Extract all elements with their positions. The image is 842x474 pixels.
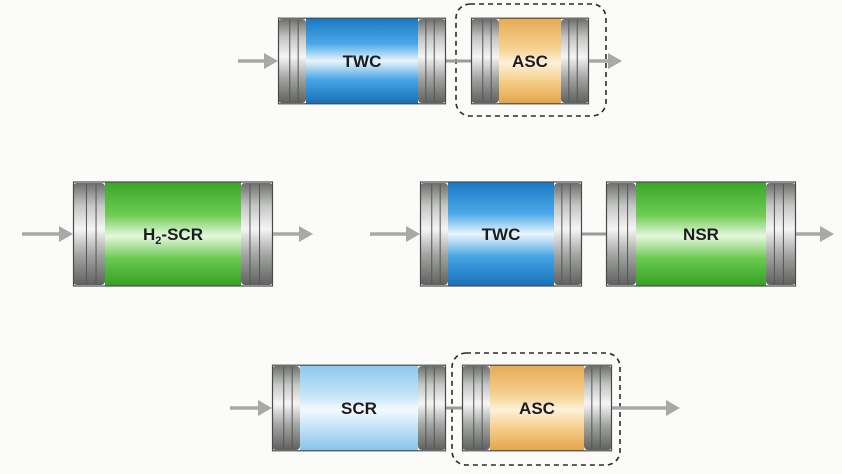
end-cap-right xyxy=(561,19,589,103)
nsr-converter: NSR xyxy=(605,181,797,287)
flow-in-arrow xyxy=(230,400,272,416)
flow-out-arrow xyxy=(612,400,680,416)
catalyst-body xyxy=(105,182,241,286)
converter-label: SCR xyxy=(341,399,377,418)
end-cap-right xyxy=(766,183,796,285)
flow-out-arrow xyxy=(273,226,313,242)
converter-label: H2-SCR xyxy=(143,225,203,247)
end-cap-right xyxy=(554,183,582,285)
end-cap-right xyxy=(418,19,446,103)
row-3 xyxy=(446,352,621,466)
converter-label: ASC xyxy=(512,52,548,71)
catalyst-body xyxy=(490,365,584,451)
twc-converter: TWC xyxy=(277,17,447,105)
catalyst-body xyxy=(499,18,561,104)
converter-label: ASC xyxy=(519,399,555,418)
flow-out-arrow xyxy=(589,53,622,69)
end-cap-left xyxy=(73,183,105,285)
label-subscript: 2 xyxy=(155,235,161,247)
catalyst-body xyxy=(300,365,418,451)
end-cap-left xyxy=(272,366,300,450)
asc-converter: ASC xyxy=(461,364,613,452)
flow-in-arrow xyxy=(22,226,73,242)
catalyst-body xyxy=(636,182,766,286)
end-cap-right xyxy=(584,366,612,450)
scr-converter: SCR xyxy=(271,364,447,452)
flow-out-arrow xyxy=(796,226,834,242)
converter-label: TWC xyxy=(482,225,521,244)
row-1 xyxy=(446,3,607,117)
end-cap-left xyxy=(420,183,448,285)
converter-label: TWC xyxy=(343,52,382,71)
catalyst-body xyxy=(448,182,554,286)
end-cap-right xyxy=(418,366,446,450)
end-cap-left xyxy=(471,19,499,103)
end-cap-left xyxy=(278,19,306,103)
flow-in-arrow xyxy=(238,53,278,69)
flow-in-arrow xyxy=(370,226,420,242)
asc-converter: ASC xyxy=(470,17,590,105)
twc-converter: TWC xyxy=(419,181,583,287)
end-cap-right xyxy=(241,183,273,285)
end-cap-left xyxy=(606,183,636,285)
catalyst-body xyxy=(306,18,418,104)
h2-scr-converter: H2-SCR xyxy=(72,181,274,287)
converter-label: NSR xyxy=(683,225,719,244)
end-cap-left xyxy=(462,366,490,450)
